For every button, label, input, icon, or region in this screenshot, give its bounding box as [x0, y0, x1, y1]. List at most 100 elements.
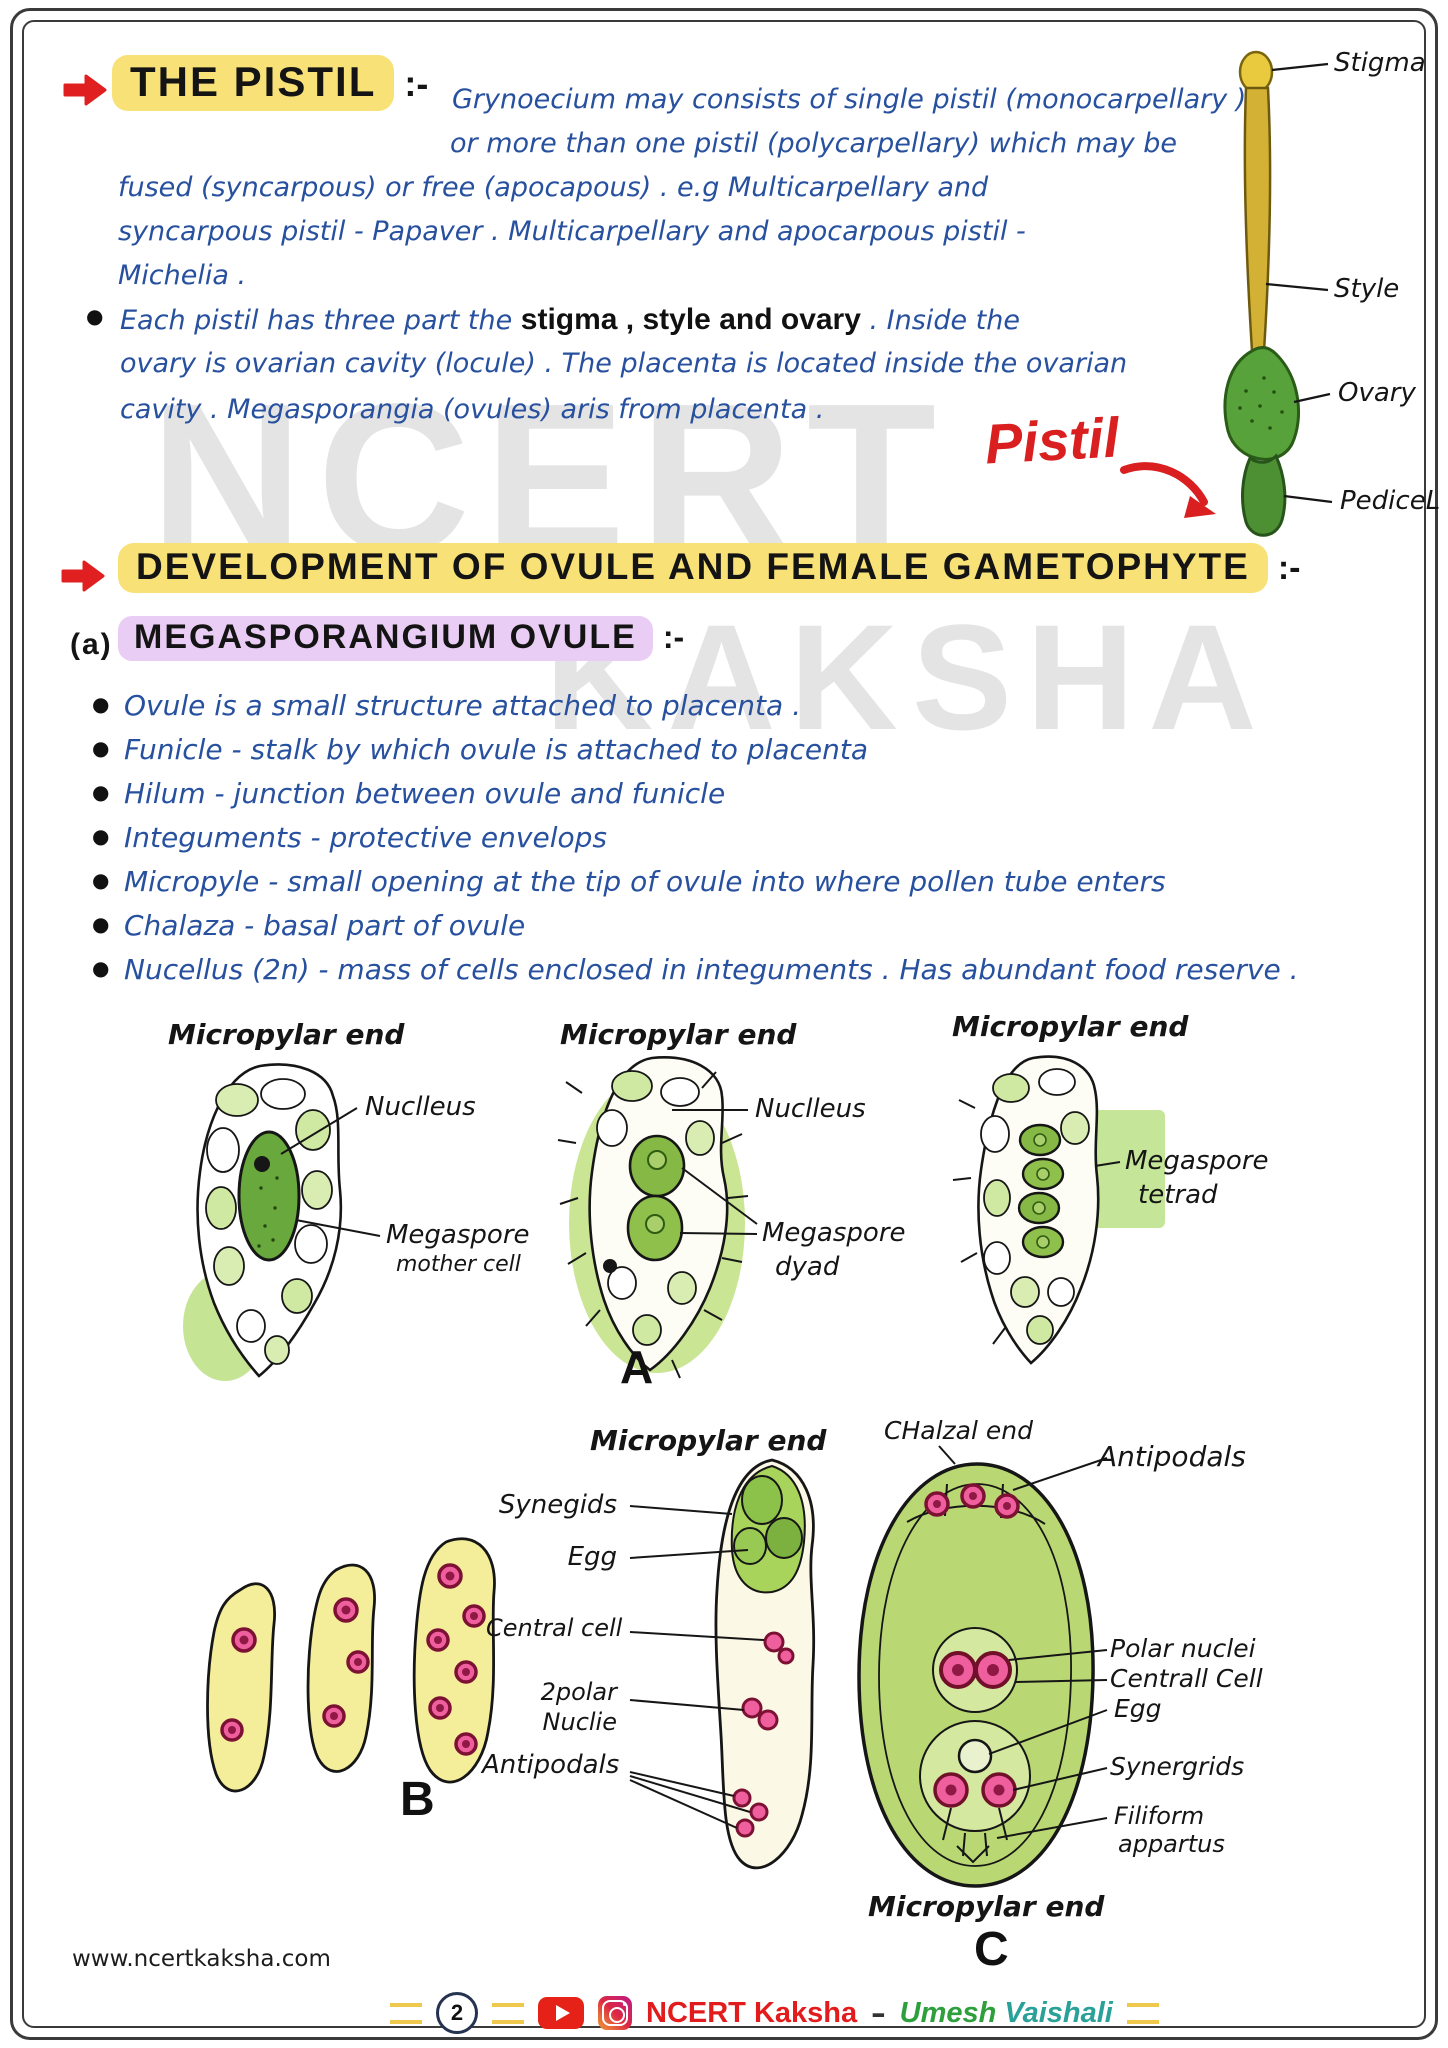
megasporangium-heading-colon: :-: [662, 619, 685, 655]
stigma-shape: [1238, 50, 1274, 94]
style-shape: [1243, 86, 1272, 353]
diagram1-label-megaspore: Megaspore: [386, 1220, 530, 1250]
pistil-intro-line: fused (syncarpous) or free (apocapous) .…: [118, 172, 989, 203]
diagram1-label-mother-cell: mother cell: [396, 1252, 521, 1277]
pistil-intro-line: Michelia .: [118, 260, 247, 291]
ovule-bullet: Nucellus (2n) - mass of cells enclosed i…: [124, 953, 1299, 986]
diagram2-label-megaspore: Megaspore: [762, 1218, 906, 1248]
mid-label-antipodals: Antipodals: [482, 1750, 620, 1780]
diagram2-label-dyad: dyad: [775, 1252, 840, 1282]
mature-embryo-sac-diagram: [857, 1445, 1108, 1888]
mid-label-nuclei: Nuclie: [542, 1708, 617, 1736]
pistil-heading: THE PISTIL: [112, 55, 395, 111]
diagram2-title: Micropylar end: [560, 1018, 797, 1051]
footer-brand: NCERT Kaksha: [646, 1996, 858, 2029]
pistil-intro-line: Grynoecium may consists of single pistil…: [452, 84, 1247, 115]
megaspore-mother-cell-diagram: [183, 1063, 381, 1381]
youtube-icon[interactable]: [538, 1997, 584, 2029]
mid-label-synergids: Synegids: [498, 1490, 617, 1520]
instagram-dot: [622, 2002, 626, 2006]
tetrad-cells: [1017, 1123, 1065, 1259]
ovule-bullet: Ovule is a small structure attached to p…: [124, 689, 801, 722]
footer-author-2: Vaishali: [1004, 1996, 1113, 2029]
footer-url: www.ncertkaksha.com: [72, 1946, 331, 1972]
instagram-lens: [609, 2007, 625, 2023]
pistil-diagram: [1223, 50, 1333, 537]
section-arrow-icon: [61, 560, 105, 592]
bullet-icon: [92, 824, 109, 848]
c-diagram-chalazal-label: CHalzal end: [884, 1416, 1033, 1445]
pistil-label-ovary: Ovary: [1338, 378, 1416, 408]
instagram-frame: [602, 2000, 628, 2026]
bullet-icon: [92, 912, 109, 936]
pistil-bullet-line: ovary is ovarian cavity (locule) . The p…: [120, 348, 1128, 379]
megaspore-tetrad-diagram: [952, 1055, 1165, 1365]
diagram3-label-megaspore: Megaspore: [1125, 1146, 1269, 1176]
footer-separator: –: [871, 1996, 886, 2030]
filiform-apparatus-lines: [942, 1807, 1008, 1864]
egg-apparatus-shape: [919, 1720, 1031, 1832]
c-label-synergids: Synergrids: [1110, 1752, 1245, 1781]
pistil-heading-colon: :-: [404, 63, 429, 104]
antipodal-cells: [924, 1483, 1020, 1519]
diagram3-label-tetrad: tetrad: [1138, 1180, 1218, 1210]
megaspore-dyad-diagram: [557, 1056, 758, 1383]
c-label-central: Centrall Cell: [1110, 1664, 1263, 1693]
megasporangium-heading: MEGASPORANGIUM OVULE: [118, 616, 653, 661]
pedicel-shape: [1241, 453, 1287, 537]
diagramB-letter: B: [400, 1773, 435, 1826]
subsection-index: (a): [70, 628, 113, 661]
pistil-intro-line: syncarpous pistil - Papaver . Multicarpe…: [118, 216, 1026, 247]
ovary-stipple: [1238, 376, 1284, 430]
nucleus-dot: [254, 1156, 270, 1172]
pistil-pointer-lines: [1265, 62, 1333, 504]
bullet-icon: [86, 304, 103, 328]
pistil-caption-arrow-icon: [1120, 462, 1216, 518]
bullet-icon: [92, 692, 109, 716]
c-pointer-lines: [988, 1457, 1108, 1839]
section-arrow-icon: [63, 74, 107, 106]
sac-nuclei-dots: [732, 1631, 795, 1838]
c-label-polar: Polar nuclei: [1110, 1634, 1256, 1663]
footer-dash-decoration: [492, 2002, 524, 2024]
pistil-bullet-line: Each pistil has three part the stigma , …: [120, 300, 1020, 339]
footer-dash-decoration: [1126, 2002, 1159, 2024]
instagram-icon[interactable]: [598, 1996, 632, 2030]
c-diagram-antipodals-label: Antipodals: [1098, 1440, 1246, 1473]
c-diagram-bottom-title: Micropylar end: [868, 1890, 1105, 1923]
mid-label-central: Central cell: [486, 1614, 623, 1642]
pistil-bullet-pre: Each pistil has three part the: [120, 305, 521, 336]
ovule-bullet: Chalaza - basal part of ovule: [124, 909, 526, 942]
ovule-bullet: Funicle - stalk by which ovule is attach…: [124, 733, 869, 766]
c-label-filiform: Filiform: [1114, 1802, 1205, 1830]
bullet-icon: [92, 736, 109, 760]
diagram1-label-nucleus: Nuclleus: [365, 1092, 476, 1122]
development-heading: DEVELOPMENT OF OVULE AND FEMALE GAMETOPH…: [118, 543, 1268, 593]
synergid-cells: [933, 1772, 1017, 1808]
bullet-icon: [92, 868, 109, 892]
mid-label-2polar: 2polar: [540, 1678, 617, 1706]
diagram1-title: Micropylar end: [168, 1018, 405, 1051]
nuclei-dots: [220, 1563, 486, 1756]
play-triangle-icon: [555, 2005, 570, 2021]
trichome-hairs: [557, 1071, 749, 1383]
ovule-bullet: Integuments - protective envelops: [124, 821, 607, 854]
mid-pointer-lines: [629, 1505, 765, 1829]
footer-dash-decoration: [390, 2002, 422, 2024]
c-label-apparatus: appartus: [1118, 1830, 1225, 1858]
mid-diagram-title: Micropylar end: [590, 1424, 827, 1457]
pistil-bullet-line: cavity . Megasporangia (ovules) aris fro…: [120, 394, 825, 425]
c-diagram-letter: C: [974, 1923, 1009, 1976]
pistil-label-stigma: Stigma: [1334, 48, 1426, 78]
ovule-bullet: Hilum - junction between ovule and funic…: [124, 777, 726, 810]
development-heading-colon: :-: [1277, 549, 1301, 587]
pistil-caption: Pistil: [983, 405, 1121, 476]
diagram3-title: Micropylar end: [952, 1010, 1189, 1043]
mid-label-egg: Egg: [567, 1542, 617, 1572]
pistil-intro-line: or more than one pistil (polycarpellary)…: [450, 128, 1178, 159]
pistil-label-pedicel: PediceL: [1340, 486, 1441, 516]
embryo-sac-early-diagram: [629, 1458, 816, 1870]
